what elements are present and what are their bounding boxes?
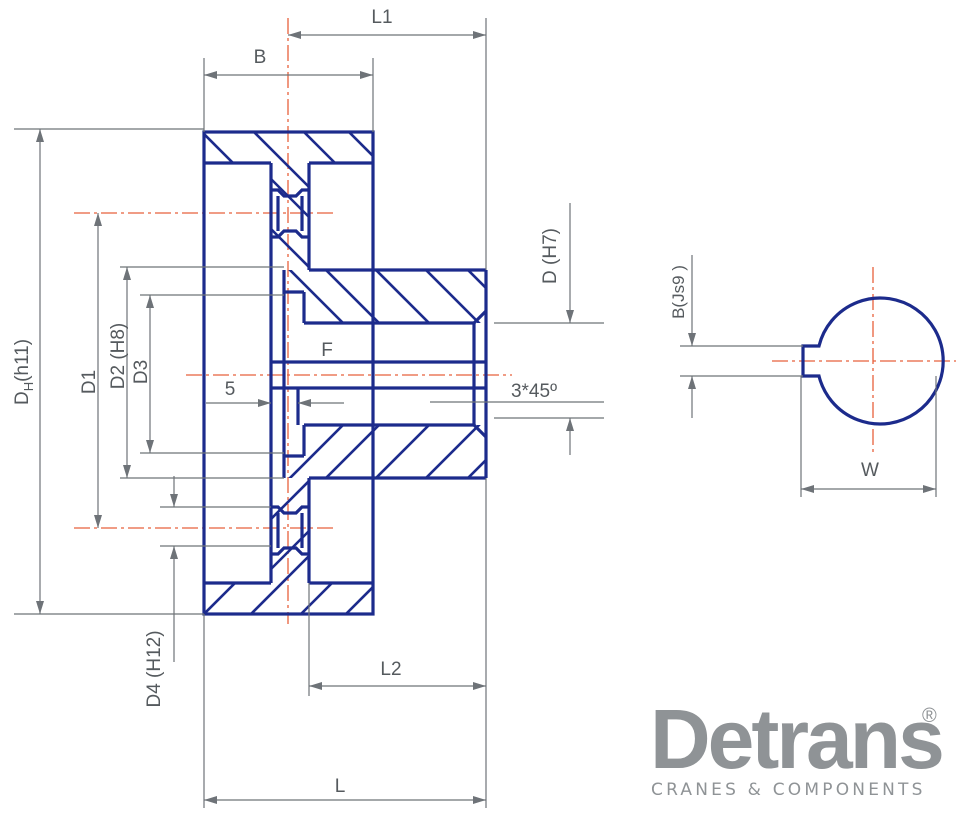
label-b: B <box>254 47 267 68</box>
bore-side-view <box>801 296 945 426</box>
label-five: 5 <box>225 379 236 400</box>
label-l1: L1 <box>371 7 392 28</box>
hub-cross-section <box>202 130 488 616</box>
label-chamfer: 3*45º <box>511 381 557 402</box>
label-w: W <box>861 460 879 481</box>
label-dh-main: D <box>12 391 33 405</box>
label-l: L <box>335 776 346 797</box>
label-b-js9: B(Js9 ) <box>669 265 688 319</box>
label-d3: D3 <box>131 360 152 384</box>
label-l2: L2 <box>380 659 401 680</box>
label-dh-sub: H <box>21 382 36 391</box>
logo-registered-mark: ® <box>922 705 937 727</box>
label-d4: D4 (H12) <box>144 630 165 707</box>
label-dh-tol: (h11) <box>12 339 33 382</box>
logo-brand: Detrans <box>650 692 942 786</box>
center-lines <box>74 18 956 624</box>
company-logo: Detrans ® CRANES & COMPONENTS <box>650 692 945 800</box>
dimension-lines <box>14 18 937 808</box>
dimension-arrows <box>36 31 936 804</box>
label-f: F <box>321 340 333 361</box>
label-d-h7: D (H7) <box>540 228 561 284</box>
label-dh: DH(h11) <box>12 339 36 405</box>
dimension-labels: L1 B DH(h11) D1 D2 (H8) D3 D (H7) F 5 3*… <box>12 7 879 797</box>
label-d1: D1 <box>79 370 100 394</box>
logo-tagline: CRANES & COMPONENTS <box>651 780 926 800</box>
label-d2: D2 (H8) <box>108 323 129 390</box>
